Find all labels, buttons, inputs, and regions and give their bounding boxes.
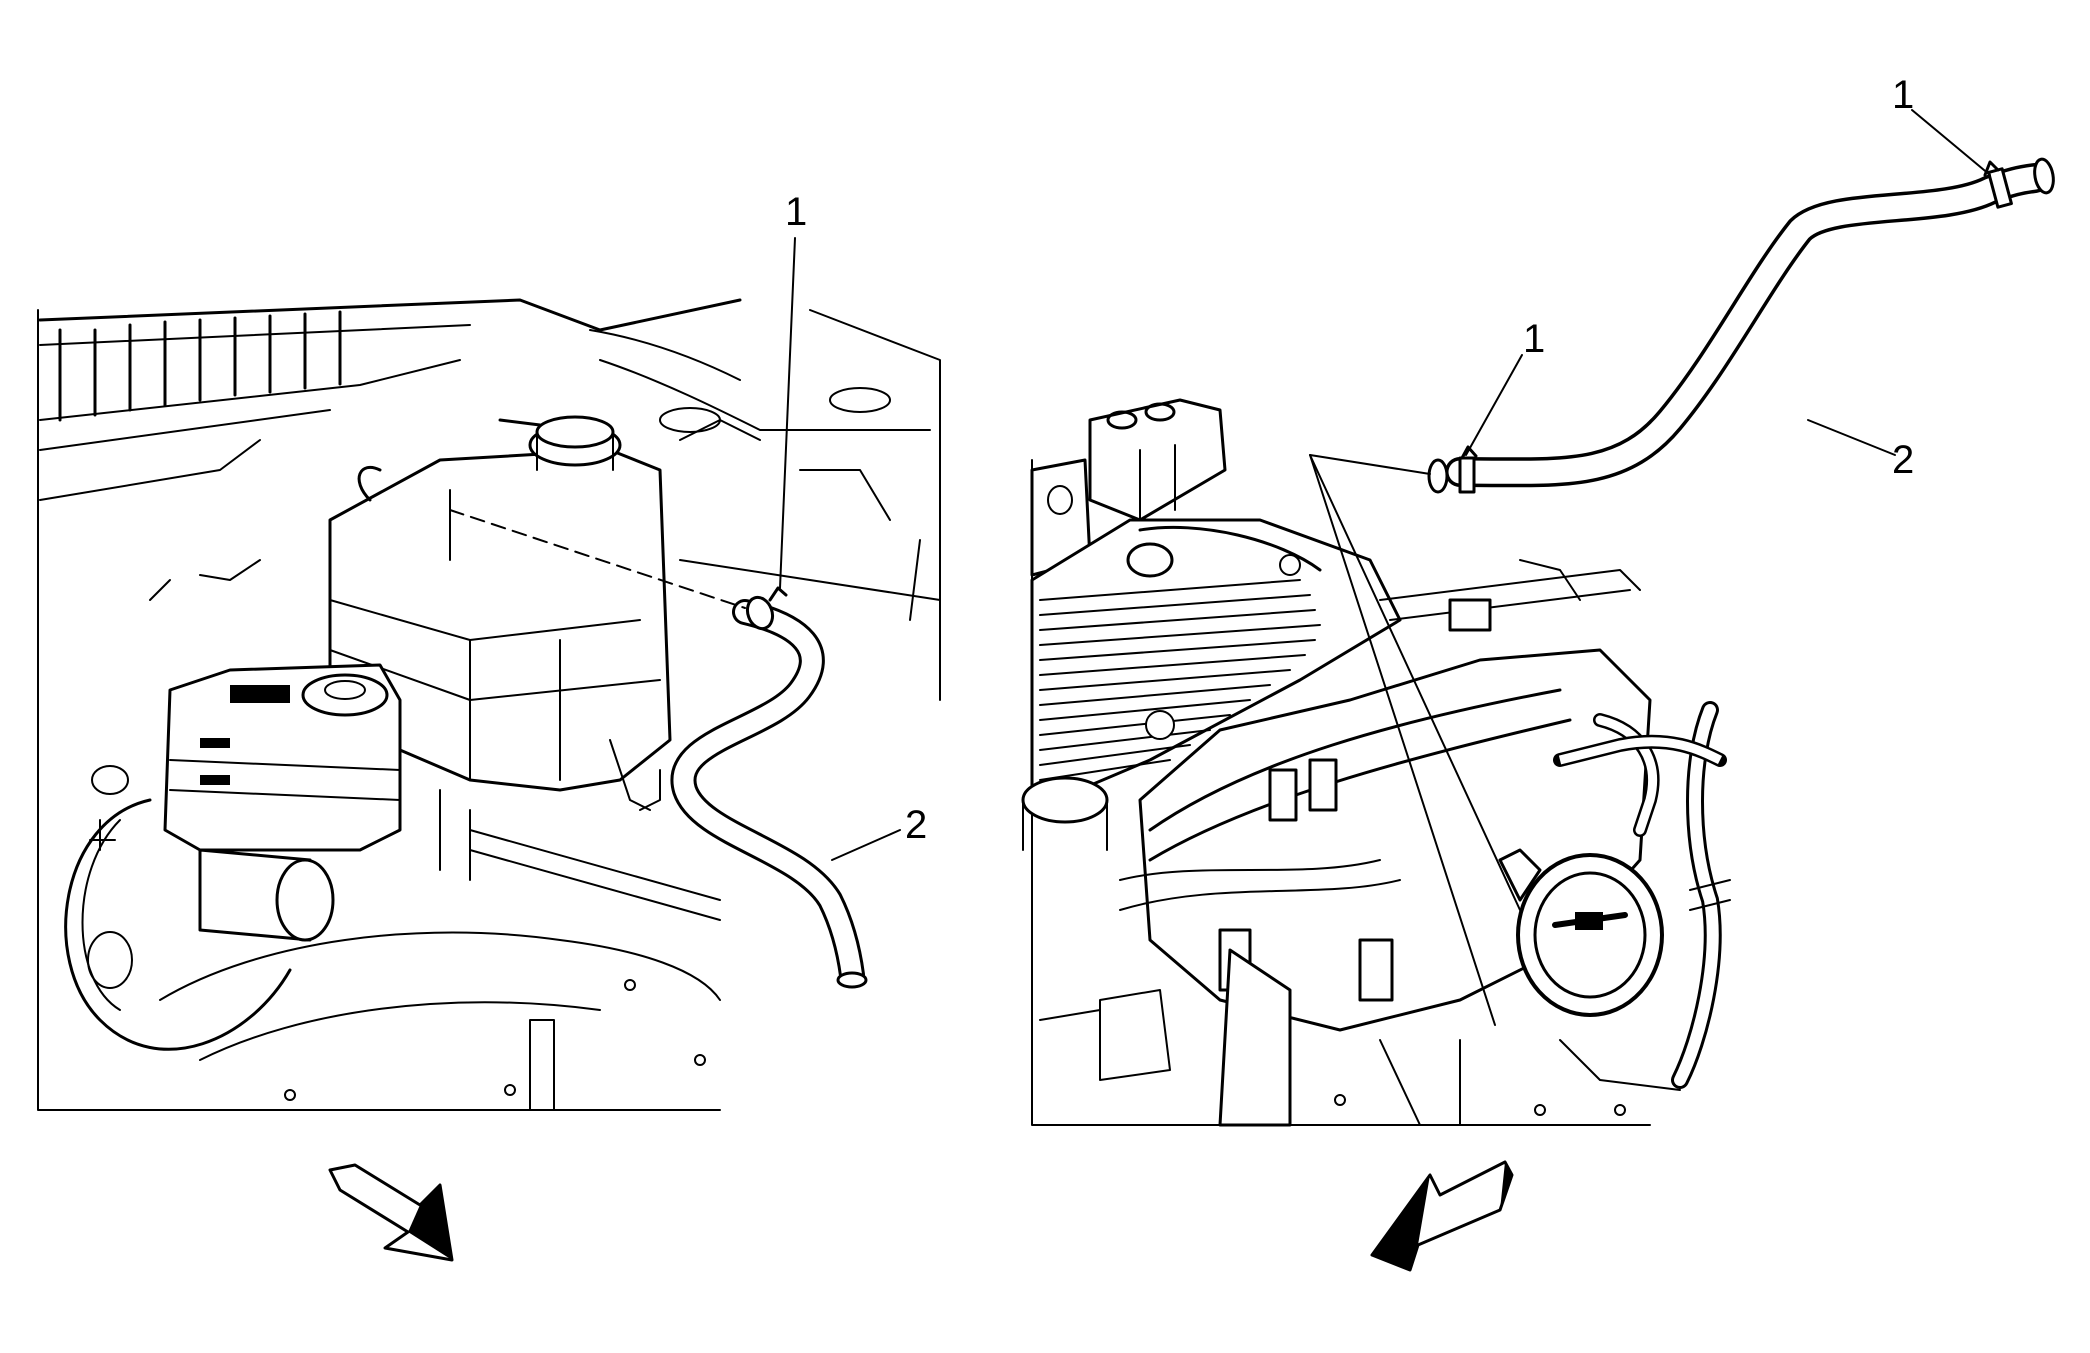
throttle-body [1498, 848, 1664, 1017]
right-leader-line-1a [1465, 354, 1523, 456]
right-view: 1 1 2 [1021, 73, 2055, 1272]
right-leader-line-2 [1807, 419, 1896, 456]
left-hose-clamp [745, 586, 788, 631]
left-leader-line-1 [779, 237, 796, 589]
left-callout-1: 1 [785, 190, 807, 234]
right-callout-1b: 1 [1892, 73, 1914, 117]
right-callout-1a: 1 [1523, 317, 1545, 361]
right-engine-illustration [1021, 398, 1731, 1127]
left-leader-line-2 [831, 829, 901, 861]
right-hose-clamp-lower [1458, 445, 1478, 494]
right-attachment-line-b [1309, 454, 1521, 911]
arrow-down-left-icon [1370, 1160, 1514, 1272]
right-leader-line-1b [1911, 109, 1991, 176]
right-callout-2: 2 [1892, 438, 1914, 482]
arrow-down-right-icon [328, 1163, 454, 1262]
left-coolant-hose [670, 599, 868, 989]
right-hose-clamp-upper [1983, 160, 2013, 209]
right-attachment-line-a [1309, 454, 1431, 475]
right-attachment-line-c [1309, 454, 1496, 1026]
left-engine-bay-illustration [37, 298, 941, 1111]
left-callout-2: 2 [905, 803, 927, 847]
left-view: 1 2 [37, 190, 941, 1262]
right-coolant-hose [1427, 157, 2055, 494]
